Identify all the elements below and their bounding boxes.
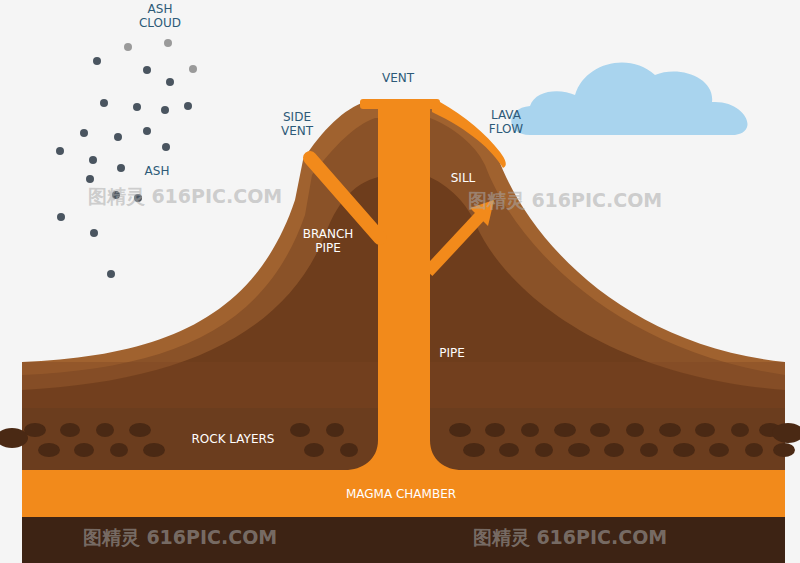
pebble [340,443,358,457]
pebble [745,443,763,457]
part-label: ASH CLOUD [130,2,190,30]
ash-dot [117,164,125,172]
part-label: LAVA FLOW [476,108,536,136]
pebble [659,423,681,437]
pebble [129,423,151,437]
pebble [626,423,644,437]
ash-dot [80,129,88,137]
main-pipe [345,106,462,470]
ash-dot [86,175,94,183]
part-label: PIPE [427,346,477,360]
vent-opening [360,99,440,109]
ash-dot [57,213,65,221]
sill [428,214,482,272]
cloud [511,63,747,135]
pebble [640,443,658,457]
watermark: 图精灵 616PIC.COM [430,189,700,211]
magma-chamber-band: MAGMA CHAMBER [22,470,785,517]
ash-dot [143,127,151,135]
ash-dot [89,156,97,164]
ash-dot [166,78,174,86]
ash-dot [56,147,64,155]
pebble [499,443,519,457]
part-label: VENT [368,71,428,85]
pebble [554,423,576,437]
ash-dot [100,99,108,107]
ash-dot [164,39,172,47]
pebble [110,443,128,457]
pebble [709,443,729,457]
rock-layer-band: ROCK LAYERS [22,408,785,470]
pebble [449,423,471,437]
part-label: BRANCH PIPE [295,227,361,255]
pebble [673,443,695,457]
ash-dot [189,65,197,73]
part-label: SIDE VENT [267,110,327,138]
ash-dot [93,57,101,65]
band-label: ROCK LAYERS [192,432,275,446]
pebble [24,423,46,437]
ash-dot [114,133,122,141]
ash-dot [133,103,141,111]
pebble [695,423,715,437]
watermark: 图精灵 616PIC.COM [45,526,315,548]
part-label: SILL [438,171,488,185]
pebble [96,423,114,437]
ash-dot [107,270,115,278]
pebble [521,423,539,437]
watermark: 图精灵 616PIC.COM [50,185,320,207]
pebble [290,423,310,437]
pebble [38,443,60,457]
ash-particles [56,39,197,278]
pebble [773,443,795,457]
pebble [143,443,165,457]
ash-dot [161,106,169,114]
ash-dot [90,229,98,237]
pebble [485,423,505,437]
pebble [304,443,324,457]
pebble [590,423,610,437]
part-label: ASH [132,164,182,178]
ash-dot [162,143,170,151]
pebble [731,423,749,437]
pebble [535,443,553,457]
branch-pipe [310,158,380,238]
watermark: 图精灵 616PIC.COM [435,526,705,548]
pebble [326,423,344,437]
pebble [74,443,94,457]
ash-dot [124,43,132,51]
ash-dot [184,102,192,110]
ash-dot [143,66,151,74]
band-label: MAGMA CHAMBER [346,487,456,501]
pebble [463,443,485,457]
pebble [60,423,80,437]
pebble [604,443,624,457]
pebble [568,443,590,457]
magma-chamber [22,470,785,517]
